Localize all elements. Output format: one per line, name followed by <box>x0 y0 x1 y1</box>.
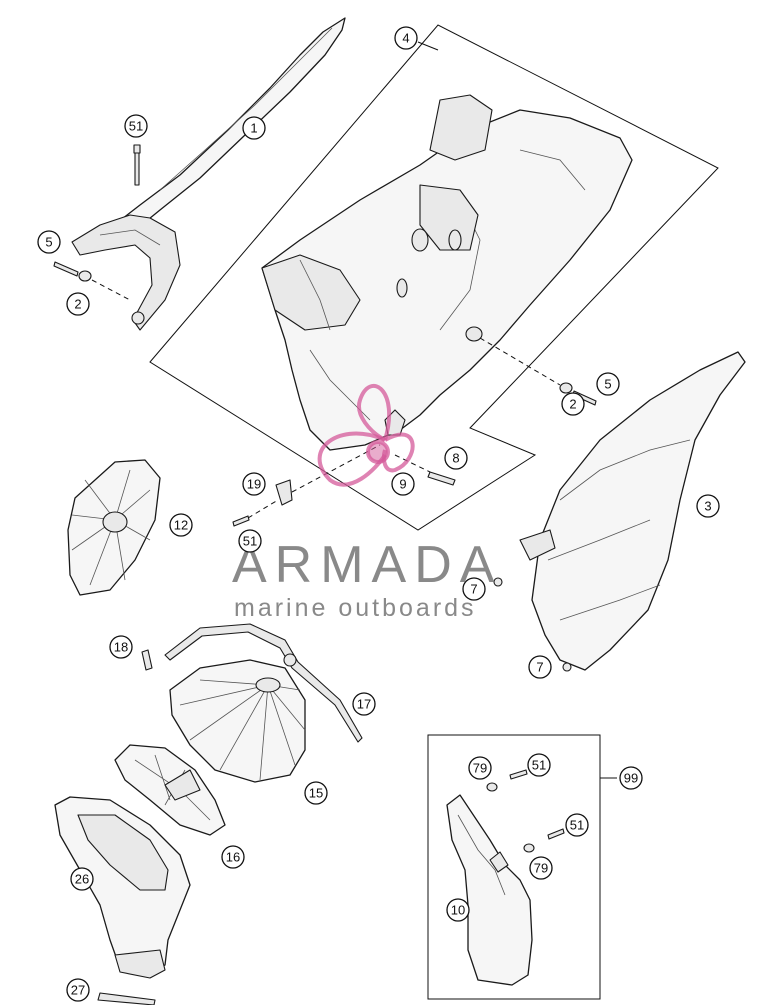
callout-2-left: 2 <box>66 292 90 316</box>
assembly-frame-4 <box>149 24 719 531</box>
callout-10: 10 <box>446 898 470 922</box>
callout-label: 17 <box>357 697 371 712</box>
callout-label: 7 <box>470 582 477 597</box>
callout-79-upper: 79 <box>468 756 492 780</box>
part-51-screw-mid <box>232 515 250 527</box>
callout-label: 1 <box>250 121 257 136</box>
callout-label: 15 <box>309 786 323 801</box>
callout-3: 3 <box>696 494 720 518</box>
part-16-filter-support <box>114 744 226 836</box>
part-15-filter-element <box>169 659 306 783</box>
leader-screw-mid <box>247 499 279 519</box>
callout-label: 5 <box>45 235 52 250</box>
callout-4: 4 <box>394 26 418 50</box>
part-17-wire-bracket <box>164 623 363 743</box>
callout-19: 19 <box>242 472 266 496</box>
callout-label: 10 <box>451 903 465 918</box>
callout-51-mid: 51 <box>238 529 262 553</box>
part-26-intake-boot <box>54 796 191 979</box>
callout-label: 51 <box>243 534 257 549</box>
callout-label: 51 <box>570 818 584 833</box>
callout-7-lower: 7 <box>528 655 552 679</box>
callout-label: 2 <box>74 297 81 312</box>
leader-airbox-bolt <box>479 337 561 386</box>
callout-15: 15 <box>304 781 328 805</box>
leader-spring <box>394 454 431 473</box>
callout-label: 26 <box>75 872 89 887</box>
part-51-screw-kit-lower <box>547 828 565 840</box>
callout-label: 8 <box>452 451 459 466</box>
callout-17: 17 <box>352 692 376 716</box>
callout-label: 3 <box>704 499 711 514</box>
callout-label: 4 <box>402 31 409 46</box>
callout-label: 16 <box>226 850 240 865</box>
callout-label: 18 <box>114 640 128 655</box>
callout-27: 27 <box>66 978 90 1002</box>
callout-8: 8 <box>444 446 468 470</box>
callout-label: 79 <box>473 761 487 776</box>
part-19-clip <box>275 479 293 506</box>
part-79-washer-upper <box>486 782 498 792</box>
part-5-bolt-left <box>53 261 92 282</box>
callout-label: 2 <box>569 397 576 412</box>
callout-5-right: 5 <box>596 372 620 396</box>
part-4-airbox <box>261 94 633 451</box>
callout-label: 9 <box>399 477 406 492</box>
watermark-logo <box>317 384 415 487</box>
callout-26: 26 <box>70 867 94 891</box>
part-12-filter-cage <box>67 459 161 596</box>
callout-label: 19 <box>247 477 261 492</box>
callout-5-left: 5 <box>37 230 61 254</box>
callout-label: 27 <box>71 983 85 998</box>
part-7-nut-lower <box>562 662 572 672</box>
kit-box-99 <box>427 734 601 1000</box>
part-3-side-cover <box>519 351 746 671</box>
callout-label: 51 <box>129 119 143 134</box>
callout-label: 5 <box>604 377 611 392</box>
callout-16: 16 <box>221 845 245 869</box>
part-1-strip <box>71 17 346 331</box>
part-8-spring <box>427 471 456 486</box>
callout-51-kit-upper: 51 <box>527 753 551 777</box>
part-27-clamp <box>97 992 156 1005</box>
callout-label: 79 <box>534 861 548 876</box>
part-7-nut-upper <box>493 577 503 587</box>
part-51-screw-kit-upper <box>509 769 528 780</box>
callout-79-lower: 79 <box>529 856 553 880</box>
leader-bolt-left <box>91 279 131 301</box>
callout-label: 12 <box>174 518 188 533</box>
callout-label: 99 <box>624 771 638 786</box>
callout-12: 12 <box>169 513 193 537</box>
part-51-screw-top <box>133 144 141 186</box>
callout-51-kit-lower: 51 <box>565 813 589 837</box>
part-79-washer-lower <box>523 843 535 853</box>
callout-99: 99 <box>619 766 643 790</box>
watermark-title: ARMADA <box>232 536 502 594</box>
callout-51-top: 51 <box>124 114 148 138</box>
leader-4 <box>417 41 439 51</box>
part-18-pin <box>141 649 153 671</box>
callout-label: 7 <box>536 660 543 675</box>
watermark-subtitle: marine outboards <box>234 594 477 622</box>
callout-7-upper: 7 <box>462 577 486 601</box>
part-10-snorkel <box>446 794 533 986</box>
callout-label: 51 <box>532 758 546 773</box>
callout-1: 1 <box>242 116 266 140</box>
callout-2-right: 2 <box>561 392 585 416</box>
leader-clip <box>291 444 381 493</box>
callout-18: 18 <box>109 635 133 659</box>
callout-9: 9 <box>391 472 415 496</box>
